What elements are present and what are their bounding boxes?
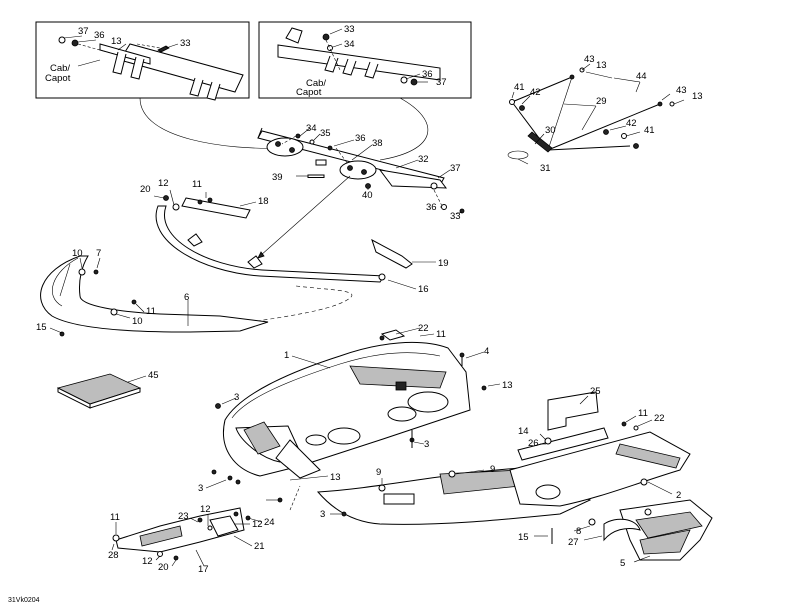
- callout-label: 22: [654, 413, 665, 424]
- callout-label: 35: [320, 128, 331, 139]
- inset-caption: Capot: [296, 87, 322, 98]
- callout-label: 12: [252, 519, 263, 530]
- callout-label: 12: [142, 556, 153, 567]
- callout-label: 3: [234, 392, 239, 403]
- callout-label: 21: [254, 541, 265, 552]
- callout-label: 11: [192, 179, 202, 190]
- callout-label: 13: [502, 380, 513, 391]
- callout-label: 28: [108, 550, 119, 561]
- callout-label: 39: [272, 172, 283, 183]
- callout-label: 6: [184, 292, 189, 303]
- callout-label: 34: [306, 123, 317, 134]
- callout-label: 10: [72, 248, 83, 259]
- callout-label: 13: [330, 472, 341, 483]
- callout-label: 19: [438, 258, 449, 269]
- callout-label: 44: [636, 71, 647, 82]
- inset-right: 33 34 36 37 Cab/ Capot: [258, 21, 472, 99]
- callout-label: 13: [111, 36, 122, 47]
- callout-label: 42: [626, 118, 637, 129]
- callout-label: 12: [200, 504, 211, 515]
- callout-label: 3: [198, 483, 203, 494]
- callout-label: 20: [140, 184, 151, 195]
- callout-label: 36: [422, 69, 433, 80]
- callout-label: 25: [590, 386, 601, 397]
- inset-caption: Capot: [45, 73, 71, 84]
- callout-label: 33: [344, 24, 355, 35]
- hood: [205, 327, 501, 511]
- callout-label: 7: [96, 248, 101, 259]
- callout-label: 11: [146, 306, 156, 317]
- callout-label: 24: [264, 517, 275, 528]
- callout-label: 13: [596, 60, 607, 71]
- callout-label: 17: [198, 564, 209, 575]
- windshield-bracket: [153, 189, 436, 329]
- lower-bracket: [111, 507, 263, 567]
- callout-label: 37: [436, 77, 447, 88]
- callout-label: 23: [178, 511, 189, 522]
- callout-label: 37: [450, 163, 461, 174]
- callout-label: 33: [450, 211, 461, 222]
- callout-label: 29: [596, 96, 607, 107]
- callout-label: 5: [620, 558, 625, 569]
- callout-label: 10: [132, 316, 143, 327]
- callout-label: 11: [110, 512, 120, 523]
- decal: [56, 373, 147, 409]
- callout-label: 27: [568, 537, 579, 548]
- callout-label: 2: [676, 490, 681, 501]
- callout-label: 36: [94, 30, 105, 41]
- callout-label: 36: [426, 202, 437, 213]
- callout-label: 4: [484, 346, 489, 357]
- callout-label: 31: [540, 163, 551, 174]
- callout-label: 36: [355, 133, 366, 144]
- inset-caption: Cab/: [50, 63, 70, 74]
- callout-label: 14: [518, 426, 529, 437]
- callout-label: 9: [490, 464, 495, 475]
- callout-label: 26: [528, 438, 539, 449]
- callout-label: 3: [424, 439, 429, 450]
- callout-label: 40: [362, 190, 373, 201]
- callout-label: 3: [320, 509, 325, 520]
- callout-label: 38: [372, 138, 383, 149]
- callout-label: 9: [376, 467, 381, 478]
- mount-assembly: [257, 127, 465, 259]
- inset-caption: Cab/: [306, 78, 326, 89]
- callout-label: 12: [158, 178, 169, 189]
- inset-left: 37 36 13 33 Cab/ Capot: [35, 21, 250, 101]
- callout-label: 22: [418, 323, 429, 334]
- callout-label: 41: [514, 82, 525, 93]
- callout-label: 33: [180, 38, 191, 49]
- callout-label: 20: [158, 562, 169, 573]
- callout-labels: 43 13 44 41 42 29 43 13 42 41 30 31 34 3…: [36, 54, 703, 575]
- callout-label: 8: [576, 526, 581, 537]
- callout-label: 43: [676, 85, 687, 96]
- windshield: [40, 255, 269, 337]
- callout-label: 43: [584, 54, 595, 65]
- callout-label: 34: [344, 39, 355, 50]
- callout-label: 41: [644, 125, 655, 136]
- callout-label: 1: [284, 350, 289, 361]
- callout-label: 15: [518, 532, 529, 543]
- callout-label: 45: [148, 370, 159, 381]
- callout-label: 16: [418, 284, 429, 295]
- deflector: [534, 499, 713, 563]
- drawing-code: 31Vk0204: [8, 597, 40, 604]
- callout-label: 15: [36, 322, 47, 333]
- callout-label: 11: [436, 329, 446, 340]
- callout-label: 18: [258, 196, 269, 207]
- callout-label: 11: [638, 408, 648, 419]
- callout-label: 32: [418, 154, 429, 165]
- strap-assembly: [507, 63, 685, 165]
- side-panel: [509, 391, 691, 507]
- callout-label: 13: [692, 91, 703, 102]
- callout-label: 30: [545, 125, 556, 136]
- callout-label: 37: [78, 26, 89, 37]
- callout-label: 42: [530, 87, 541, 98]
